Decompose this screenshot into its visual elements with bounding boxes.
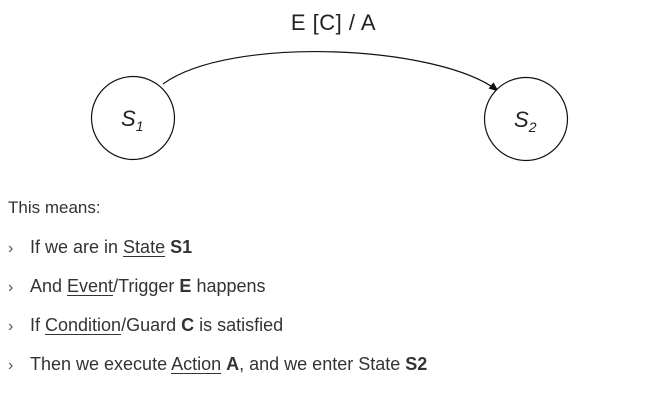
state-s1-circle <box>90 75 176 161</box>
state-s1-subscript: 1 <box>136 118 144 134</box>
state-s2-name: S <box>514 107 529 132</box>
svg-text:S2: S2 <box>514 107 537 135</box>
bullet-icon: › <box>8 357 14 374</box>
text-segment: And <box>30 276 68 296</box>
underlined-term: Event <box>67 276 114 296</box>
underlined-term: State <box>123 237 166 257</box>
text-segment: , and we enter State <box>239 354 406 374</box>
text-segment: /Trigger <box>113 276 180 296</box>
list-item-text: And Event/Trigger E happens <box>30 276 266 296</box>
bullet-icon: › <box>8 318 14 335</box>
text-segment: happens <box>191 276 266 296</box>
explanation-intro: This means: <box>8 198 101 217</box>
text-segment: If we are in <box>30 237 124 257</box>
explanation: This means: › If we are in State S1 › And … <box>8 198 658 374</box>
text-segment: Then we execute <box>30 354 172 374</box>
bullet-icon: › <box>8 240 14 257</box>
list-item-text: If we are in State S1 <box>30 237 192 257</box>
transition-arrow <box>162 50 499 92</box>
list-item: › If Condition/Guard C is satisfied <box>8 314 283 336</box>
diagram-canvas: S1 S2 <box>90 50 569 162</box>
underlined-term: Condition <box>45 315 122 335</box>
state-s2-subscript: 2 <box>528 119 537 135</box>
bold-term: S2 <box>405 354 428 374</box>
state-s2: S2 <box>483 76 569 162</box>
list-item: › And Event/Trigger E happens <box>8 275 266 297</box>
bold-term: C <box>181 315 195 335</box>
transition-label: E [C] / A <box>290 10 377 35</box>
state-s1: S1 <box>90 75 176 161</box>
list-item: › Then we execute Action A, and we enter … <box>8 353 427 375</box>
state-s1-name: S <box>121 106 136 131</box>
underlined-term: Action <box>171 354 222 374</box>
bullet-icon: › <box>8 279 14 296</box>
svg-text:S1: S1 <box>121 106 143 134</box>
list-item-text: Then we execute Action A, and we enter S… <box>30 354 427 374</box>
bold-term: A <box>226 354 240 374</box>
text-segment: is satisfied <box>194 315 284 335</box>
text-segment: /Guard <box>121 315 182 335</box>
text-segment: If <box>30 315 46 335</box>
bold-term: S1 <box>170 237 193 257</box>
state-transition-diagram: E [C] / A S1 S2 <box>0 0 667 190</box>
state-s2-circle <box>483 76 569 162</box>
bold-term: E <box>179 276 192 296</box>
list-item: › If we are in State S1 <box>8 236 192 258</box>
list-item-text: If Condition/Guard C is satisfied <box>30 315 283 335</box>
